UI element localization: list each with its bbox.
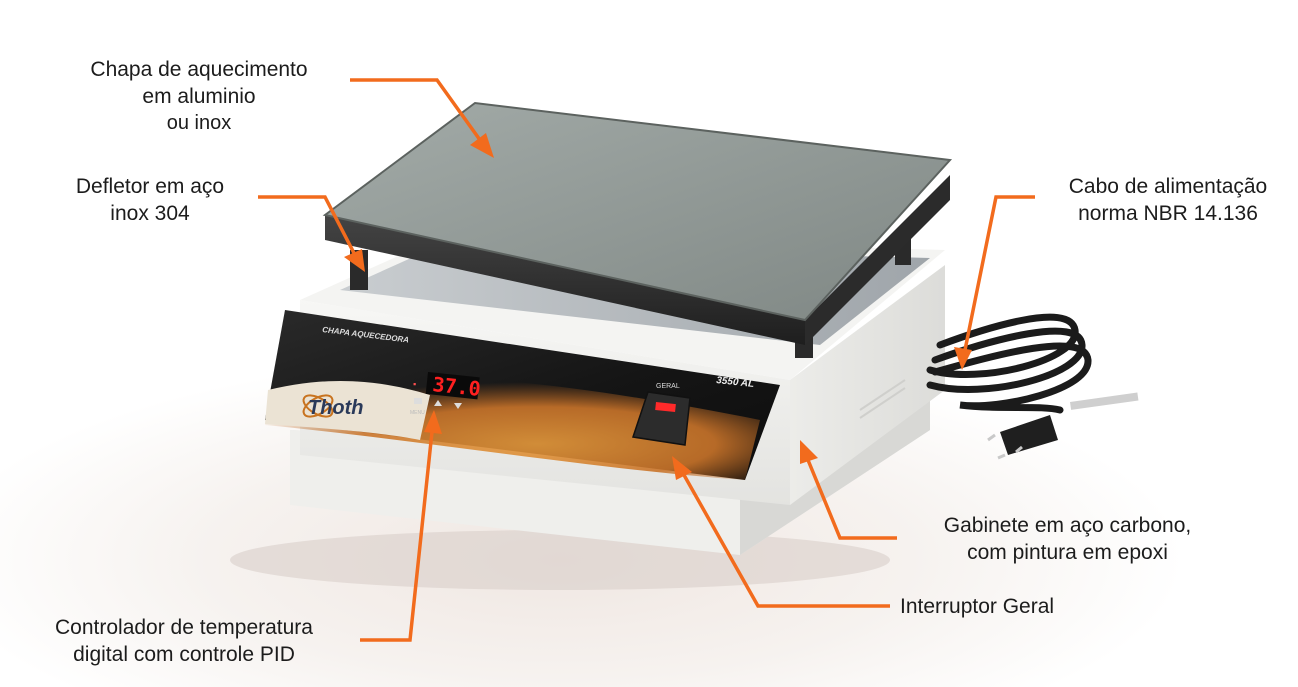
- up-arrow-button[interactable]: [434, 400, 442, 406]
- callout-chapa-label: Chapa de aquecimento em aluminio ou inox: [58, 56, 340, 137]
- callout-arrow: [682, 474, 890, 608]
- down-arrow-button[interactable]: [454, 403, 462, 409]
- callout-gabinete-line1: Gabinete em aço carbono,: [943, 514, 1192, 537]
- power-cable: [926, 313, 1092, 414]
- brand-text: Thoth: [308, 397, 364, 419]
- display-value: 37.0: [431, 372, 481, 401]
- callout-defletor-line2: inox 304: [110, 202, 190, 225]
- callout-arrow: [800, 440, 818, 464]
- callout-arrow: [806, 459, 897, 540]
- temperature-display: 37.0 ▪: [412, 372, 482, 401]
- switch-label: GERAL: [656, 383, 680, 390]
- callout-arrow: [424, 410, 442, 434]
- callout-chapa-line1: Chapa de aquecimento: [90, 58, 308, 81]
- controller-buttons: MENU: [410, 398, 462, 416]
- callout-chapa-line3: ou inox: [166, 112, 232, 134]
- heating-plate-front-edge: [325, 215, 805, 345]
- callout-arrows: [258, 78, 1035, 642]
- callout-interruptor-line1: Interruptor Geral: [900, 595, 1055, 618]
- callout-arrow: [954, 347, 972, 370]
- cabinet-side: [790, 265, 945, 505]
- cable-tag: [1070, 392, 1139, 410]
- callout-interruptor-label: Interruptor Geral: [900, 593, 1112, 620]
- callout-cabo-label: Cabo de alimentação norma NBR 14.136: [1040, 173, 1296, 227]
- callout-controlador-line2: digital com controle PID: [73, 643, 295, 666]
- callout-arrow: [963, 195, 1035, 351]
- callout-arrow: [258, 195, 357, 256]
- power-plug: [987, 415, 1058, 460]
- callout-gabinete-label: Gabinete em aço carbono, com pintura em …: [905, 512, 1230, 566]
- callout-arrow: [344, 249, 365, 272]
- callout-arrow: [470, 133, 494, 158]
- callout-cabo-line2: norma NBR 14.136: [1078, 202, 1258, 225]
- menu-button[interactable]: [414, 398, 422, 404]
- callout-defletor-label: Defletor em aço inox 304: [50, 173, 250, 227]
- heating-plate-top: [325, 103, 950, 320]
- cabinet-vents: [859, 379, 906, 419]
- callout-cabo-line1: Cabo de alimentação: [1068, 175, 1268, 198]
- callout-gabinete-line2: com pintura em epoxi: [967, 541, 1168, 564]
- callout-controlador-label: Controlador de temperatura digital com c…: [14, 614, 354, 668]
- thoth-logo: Thoth: [302, 394, 364, 419]
- callout-controlador-line1: Controlador de temperatura: [55, 616, 313, 639]
- callout-chapa-line2: em aluminio: [142, 85, 256, 108]
- callout-arrow: [672, 456, 692, 480]
- power-switch-icon[interactable]: GERAL: [632, 383, 691, 446]
- menu-label: MENU: [410, 410, 425, 416]
- callout-defletor-line1: Defletor em aço: [75, 175, 225, 198]
- device-shadow: [230, 530, 890, 590]
- callout-arrow: [360, 431, 434, 642]
- model-label: 3550 AL: [716, 375, 755, 390]
- heating-plate-side-edge: [805, 175, 950, 345]
- display-unit-marker: ▪: [412, 380, 417, 390]
- callout-arrow: [350, 78, 482, 142]
